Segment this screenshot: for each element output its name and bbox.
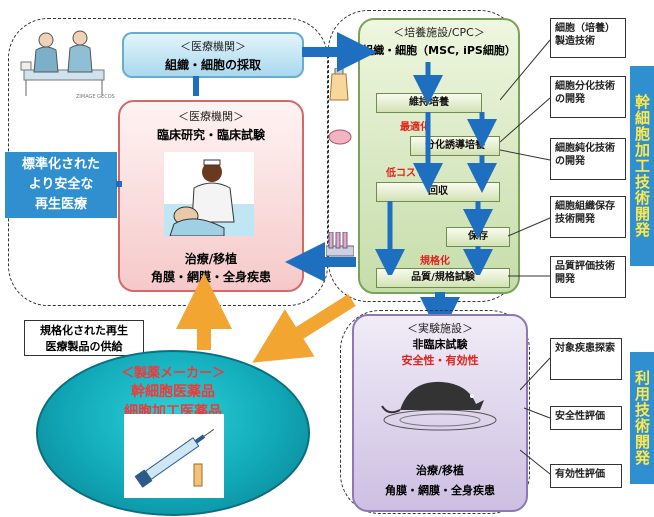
animal-result1: 治療/移植 [415, 464, 465, 477]
animal-region [340, 310, 530, 514]
note-standardization: 規格化 [420, 256, 450, 267]
note-cost-reduction: 低コスト化 [386, 168, 436, 179]
animal-header: ＜実験施設＞ [407, 322, 473, 335]
surgery-illustration: ZIMAGE GECOS [16, 22, 116, 102]
clinic-mid-header: ＜医療機関＞ [178, 110, 244, 123]
tech-box-manufacturing: 細胞（培養）製造技術 [550, 18, 626, 58]
standardized-line1: 標準化された [21, 157, 100, 172]
supply-line1: 規格化された再生 [40, 324, 128, 337]
pharma-header: ＜製薬メーカー＞ [120, 366, 225, 381]
cpc-header: ＜培養施設/CPC＞ [393, 26, 485, 39]
animal-result2: 角膜・網膜・全身疾患 [385, 484, 495, 497]
image-caption: ZIMAGE GECOS [76, 94, 115, 100]
use-dev-label: 利用技術開発 [630, 352, 654, 484]
tech-box-differentiation: 細胞分化技術の開発 [550, 76, 626, 118]
nurse-illustration [164, 152, 254, 237]
standardized-medicine-box: 標準化された より安全な 再生医療 [5, 152, 117, 218]
standardized-line3: 再生医療 [34, 197, 87, 212]
animal-red: 安全性・有効性 [401, 354, 479, 367]
use-box-efficacy: 有効性評価 [550, 464, 622, 488]
nonclinical-box: ＜実験施設＞ 非臨床試験 安全性・有効性 治療/移植 角膜・網膜・全身疾患 [352, 314, 528, 512]
mouse-illustration [380, 366, 500, 436]
clinic-top-label: 組織・細胞の採取 [164, 58, 261, 72]
supply-label-box: 規格化された再生 医療製品の供給 [24, 320, 144, 356]
tech-dev-label: 幹細胞加工技術開発 [630, 66, 654, 266]
use-box-disease: 対象疾患探索 [550, 338, 622, 380]
use-box-safety: 安全性評価 [550, 406, 622, 430]
tech-connectors [500, 39, 551, 277]
cpc-box: ＜培養施設/CPC＞ 組織・細胞（MSC, iPS細胞） [358, 18, 520, 294]
tech-box-quality: 品質評価技術開発 [550, 256, 626, 298]
clinic-mid-label: 臨床研究・臨床試験 [156, 128, 265, 142]
standardized-line2: より安全な [28, 177, 94, 192]
clinic-top-header: ＜医療機関＞ [180, 40, 246, 53]
supply-line2: 医療製品の供給 [45, 340, 123, 353]
cpc-flow-arrows [375, 62, 497, 275]
pharma-ellipse: ＜製薬メーカー＞ 幹細胞医薬品 細胞加工医薬品 [36, 350, 310, 516]
tech-box-purification: 細胞純化技術の開発 [550, 138, 626, 180]
syringe-illustration [124, 414, 224, 498]
animal-label: 非臨床試験 [412, 338, 468, 351]
tech-box-preservation: 細胞組織保存技術開発 [550, 196, 626, 238]
clinic-mid-result1: 治療/移植 [184, 252, 238, 266]
pharma-line1: 幹細胞医薬品 [131, 384, 215, 400]
use-connectors [520, 357, 551, 475]
dish-icon [328, 128, 352, 146]
note-optimization: 最適化 [400, 122, 430, 133]
cpc-label: 組織・細胞（MSC, iPS細胞） [362, 44, 516, 57]
